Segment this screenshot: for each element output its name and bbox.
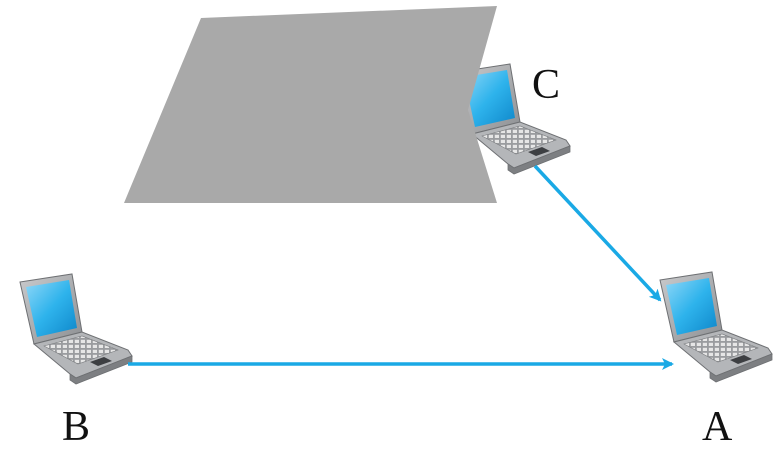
- arrow-c-to-a: [535, 166, 660, 300]
- laptop-b-icon: [20, 274, 132, 384]
- obstacle-shape: [124, 6, 497, 203]
- laptop-a-icon: [660, 272, 772, 382]
- node-label-a: A: [702, 406, 732, 448]
- node-label-b: B: [62, 406, 90, 448]
- node-label-c: C: [532, 64, 560, 106]
